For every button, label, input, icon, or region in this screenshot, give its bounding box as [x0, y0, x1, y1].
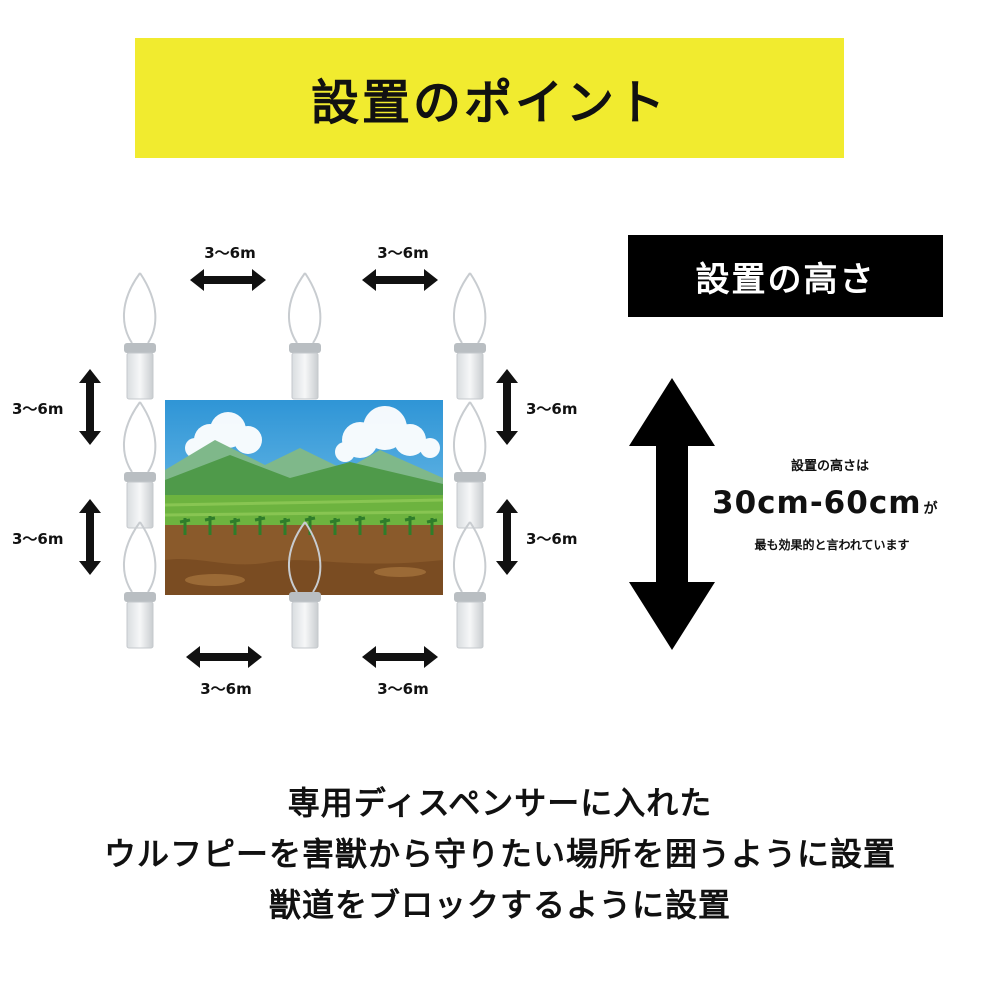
height-arrow-icon [629, 378, 715, 650]
double-arrow-icon [190, 269, 266, 291]
description: 専用ディスペンサーに入れた ウルフピーを害獣から守りたい場所を囲うように設置 獣… [0, 778, 1000, 931]
distance-label: 3〜6m [12, 400, 64, 418]
distance-label: 3〜6m [526, 530, 578, 548]
double-arrow-icon [186, 646, 262, 668]
dispenser-icon [452, 401, 487, 529]
double-arrow-icon [79, 499, 101, 575]
description-line: 専用ディスペンサーに入れた [287, 784, 713, 822]
height-heading: 設置の高さ [695, 259, 876, 300]
dispenser-icon [122, 272, 157, 400]
dispenser-icon [122, 401, 157, 529]
height-heading-box: 設置の高さ [628, 235, 943, 317]
double-arrow-icon [79, 369, 101, 445]
dispenser-icon [452, 272, 487, 400]
distance-label: 3〜6m [200, 680, 252, 698]
description-line: 獣道をブロックするように設置 [268, 886, 731, 924]
distance-label: 3〜6m [12, 530, 64, 548]
dispenser-icon [287, 272, 322, 400]
title-banner: 設置のポイント [135, 38, 844, 158]
double-arrow-icon [496, 369, 518, 445]
height-value-text: 30cm-60cm [712, 485, 922, 521]
distance-label: 3〜6m [526, 400, 578, 418]
field-illustration [164, 400, 444, 595]
height-value-suffix: が [923, 501, 938, 517]
distance-label: 3〜6m [204, 244, 256, 262]
dispenser-icon [122, 521, 157, 649]
description-line: ウルフピーを害獣から守りたい場所を囲うように設置 [103, 835, 896, 873]
height-info-note: 最も効果的と言われています [754, 538, 910, 552]
dispenser-icon [452, 521, 487, 649]
double-arrow-icon [362, 646, 438, 668]
height-info-line1: 設置の高さは [790, 459, 869, 474]
page-title: 設置のポイント [310, 75, 668, 131]
double-arrow-icon [496, 499, 518, 575]
installation-diagram [79, 269, 715, 668]
distance-label: 3〜6m [377, 244, 429, 262]
double-arrow-icon [362, 269, 438, 291]
distance-label: 3〜6m [377, 680, 429, 698]
